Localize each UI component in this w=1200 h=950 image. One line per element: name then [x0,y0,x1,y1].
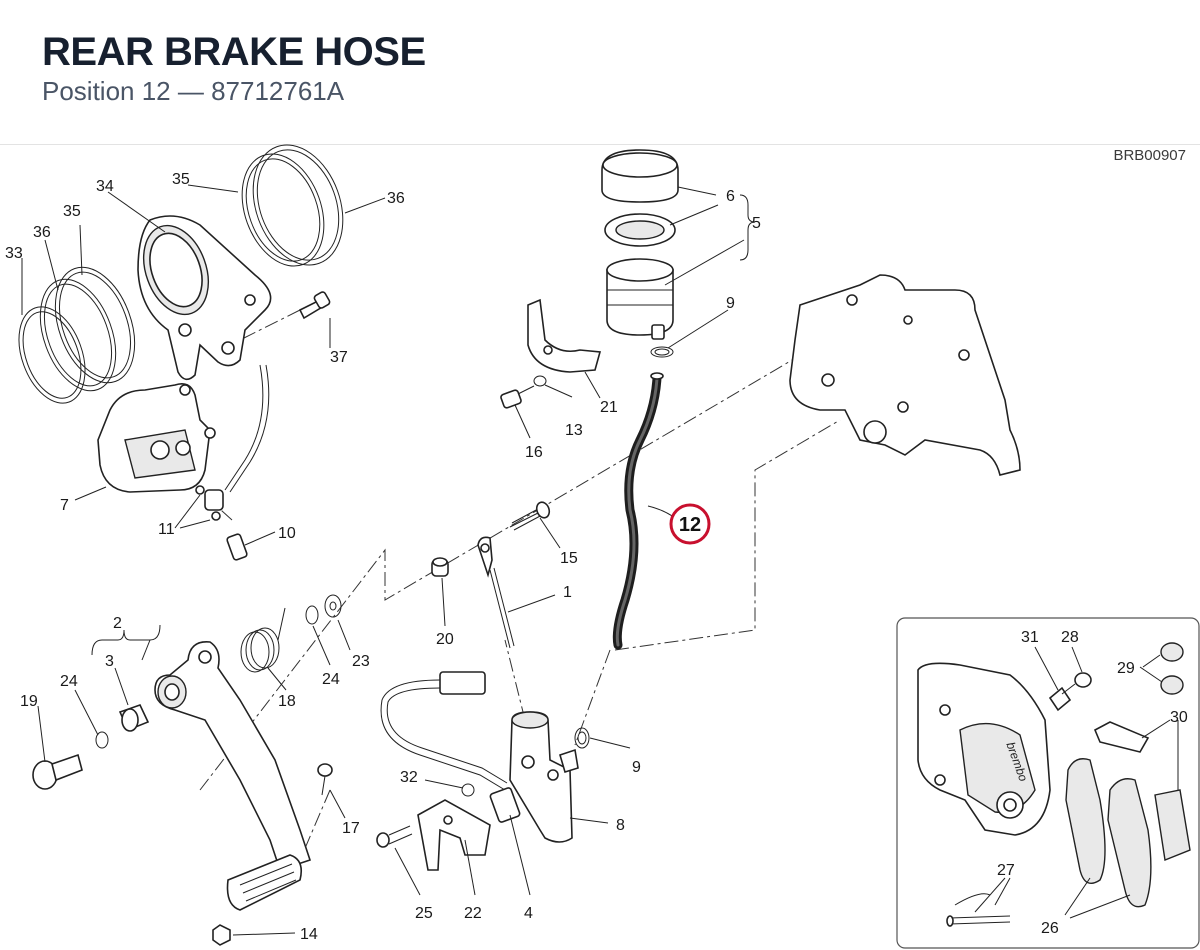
nut-14 [212,924,231,946]
label-5: 5 [752,215,761,232]
label-6a: 6 [726,188,735,205]
seal-rings-left [39,266,136,392]
reservoir-diaphragm-6 [604,213,676,247]
washer-24-right [305,605,319,625]
rear-master-cylinder-8 [509,711,579,843]
label-35-left: 35 [63,203,81,220]
return-spring-18 [240,607,286,673]
callout-ring [669,503,711,545]
diagram-code: BRB00907 [1113,147,1186,164]
reservoir-cap-6 [601,149,679,203]
part-labels: 6 5 9 34 35 36 35 36 33 37 21 13 16 7 11… [5,171,1188,943]
label-24-left: 24 [60,673,78,690]
label-11: 11 [158,521,175,538]
label-34: 34 [96,178,114,195]
banjo-bolt-10 [226,533,248,561]
label-1: 1 [563,584,572,601]
screw-17 [317,763,333,796]
label-18: 18 [278,693,296,710]
label-32: 32 [400,769,418,786]
bushing-20 [431,557,449,577]
rear-caliper-7 [97,382,216,493]
label-13: 13 [565,422,583,439]
hose-clip-9-bottom [574,727,590,749]
assembly-lines [199,309,861,861]
pivot-bolt-19 [32,753,83,790]
label-7: 7 [60,497,69,514]
label-26: 26 [1041,920,1059,937]
reservoir-bracket-21 [527,298,602,373]
label-29: 29 [1117,660,1135,677]
leader-lines [21,184,1179,936]
label-31: 31 [1021,629,1039,646]
spring-plate-30 [1093,721,1150,753]
label-28: 28 [1061,629,1079,646]
seal-rings-top [241,144,344,267]
screw-37 [298,291,331,320]
rear-brake-hose-12 [612,372,664,650]
screw-25 [376,825,413,848]
washer-13 [533,375,547,387]
label-24-right: 24 [322,671,340,688]
label-16: 16 [525,444,543,461]
circlip-33 [18,306,86,404]
label-25: 25 [415,905,433,922]
label-20: 20 [436,631,454,648]
cap-28 [1074,672,1092,688]
label-36-top: 36 [387,190,405,207]
screw-16 [500,385,535,409]
label-33: 33 [5,245,23,262]
plugs-29 [1160,642,1184,695]
label-21: 21 [600,399,618,416]
pushrod-1 [477,536,515,649]
switch-cable-4 [380,671,521,823]
callout-label-12: 12 [679,514,701,536]
footpeg-bracket [789,274,1021,476]
label-37: 37 [330,349,348,366]
label-2: 2 [113,615,122,632]
page-header: REAR BRAKE HOSE Position 12 — 87712761A [0,0,1200,145]
washer-24-left [95,731,109,749]
label-14: 14 [300,926,318,943]
label-15: 15 [560,550,578,567]
label-19: 19 [20,693,38,710]
label-35-top: 35 [172,171,190,188]
label-27: 27 [997,862,1015,879]
page-title: REAR BRAKE HOSE [42,30,426,74]
hose-clip-9-top [650,346,674,358]
label-36-left: 36 [33,224,51,241]
reservoir-body [606,258,674,340]
label-9-bottom: 9 [632,759,641,776]
washer-32 [461,783,475,797]
label-10: 10 [278,525,296,542]
brake-pads-26 [1065,758,1152,908]
label-8: 8 [616,817,625,834]
label-17: 17 [342,820,360,837]
label-23: 23 [352,653,370,670]
screw-15 [509,501,551,531]
label-4: 4 [524,905,533,922]
label-22: 22 [464,905,482,922]
brake-pedal [154,641,312,911]
pad-shim-30 [1154,789,1191,861]
caliper-hose-line [224,364,264,491]
washer-23 [324,594,342,618]
label-9-top: 9 [726,295,735,312]
highlight-callout-12[interactable]: 12 [669,503,711,545]
pin-27 [946,893,1011,927]
bush-3 [118,704,150,732]
bracket-22 [417,799,491,871]
label-3: 3 [105,653,114,670]
disc-carrier-34 [137,215,272,381]
bleed-screw-31 [1048,683,1076,712]
label-30: 30 [1170,709,1188,726]
inset-caliper-detail: brembo [896,617,1200,949]
banjo-union-11 [195,485,224,521]
page-subtitle: Position 12 — 87712761A [42,76,345,106]
